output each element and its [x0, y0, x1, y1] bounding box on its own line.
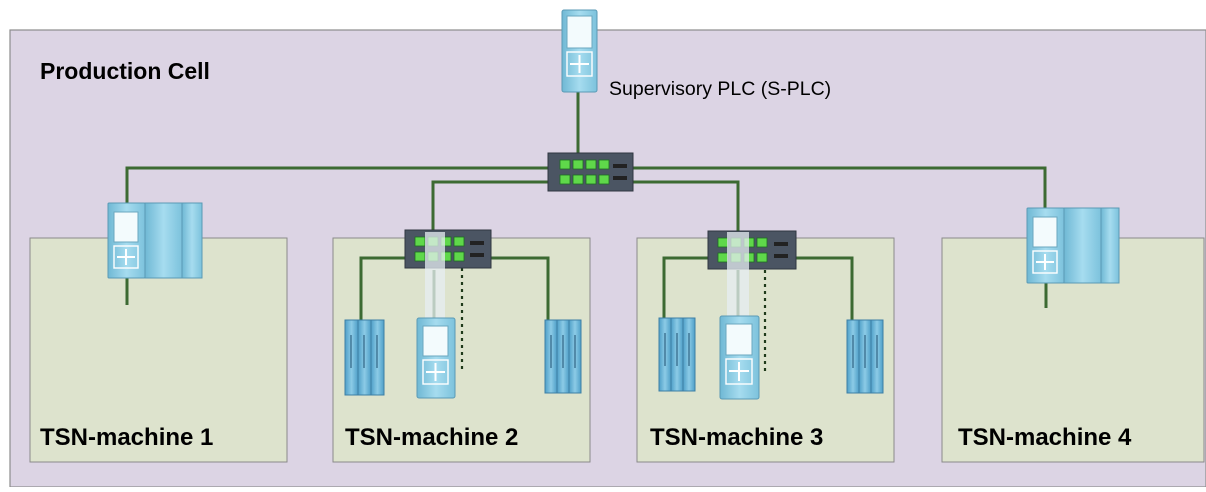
- machine3-patch-strip: [727, 232, 749, 322]
- link-switch-to-m2-switch: [431, 180, 548, 230]
- link-switch-to-m4: [632, 166, 1047, 210]
- machine4-controller-icon: [1026, 207, 1120, 284]
- supervisory-plc-icon: [561, 9, 598, 93]
- machine-label-1: TSN-machine 1: [40, 424, 214, 451]
- machine3-io-right-icon: [846, 319, 884, 394]
- dotted-links: [460, 268, 767, 375]
- machine1-controller-icon: [107, 202, 203, 279]
- link-m2-right: [491, 256, 550, 320]
- machine2-io-right-icon: [544, 319, 582, 394]
- machine2-controller-icon: [416, 317, 456, 399]
- machine2-io-left-icon: [344, 319, 385, 396]
- link-m3-right: [796, 256, 854, 320]
- machine3-controller-icon: [719, 315, 760, 400]
- machine3-switch-icon: [707, 230, 797, 270]
- link-m3-left: [662, 256, 708, 320]
- main-switch-icon: [547, 152, 634, 192]
- machine2-switch-icon: [404, 229, 492, 269]
- machine2-patch-strip: [425, 232, 445, 322]
- link-switch-to-m1: [125, 166, 548, 205]
- machine-label-4: TSN-machine 4: [958, 424, 1132, 451]
- production-cell-title: Production Cell: [40, 58, 210, 84]
- machine3-io-left-icon: [658, 317, 696, 392]
- machine-label-3: TSN-machine 3: [650, 424, 824, 451]
- machine-label-2: TSN-machine 2: [345, 424, 519, 451]
- supervisory-plc-label: Supervisory PLC (S-PLC): [609, 78, 832, 100]
- link-switch-to-m3-switch: [632, 180, 740, 232]
- link-m2-left: [359, 256, 405, 320]
